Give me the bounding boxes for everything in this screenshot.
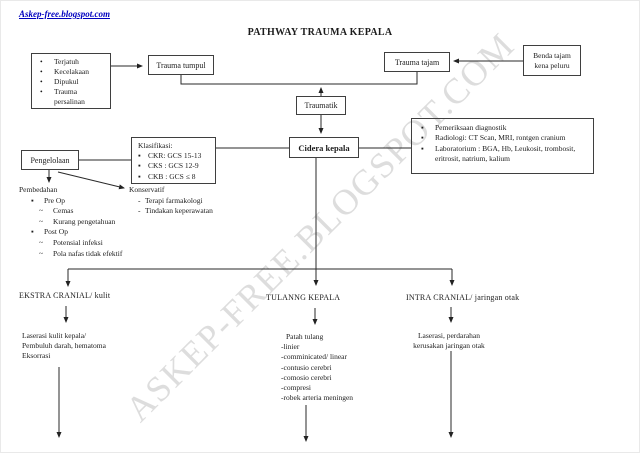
list-item: -Tindakan keperawatan (138, 206, 213, 217)
diagnostic-label: Pemeriksaan diagnostik (435, 123, 507, 132)
detail-title: Patah tulang (286, 332, 324, 341)
detail-line: -comminicated/ linear (281, 352, 348, 362)
detail-line: Pembuluh darah, hematoma (22, 341, 106, 350)
group-label: Pre Op (44, 195, 66, 205)
bullet-icon: ▪ (31, 227, 34, 237)
pengelolaan-box: Pengelolaan (21, 150, 79, 170)
bullet-icon: ▪ (138, 151, 141, 161)
list-item: ~ Cemas (39, 206, 122, 217)
box-title: Klasifikasi: (138, 141, 173, 150)
list-item: ▪ Post Op (31, 227, 122, 238)
tilde-icon: ~ (39, 206, 44, 216)
klasifikasi-box: Klasifikasi: ▪ CKR: GCS 15-13 ▪ CKS : GCS … (131, 137, 216, 184)
blog-link[interactable]: Askep-free.blogspot.com (19, 9, 110, 19)
list-item: ~ Kurang pengetahuan (39, 217, 122, 228)
cidera-kepala-box: Cidera kepala (289, 137, 359, 158)
ekstra-cranial-detail: Laserasi kulit kepala/ Pembuluh darah, h… (22, 331, 106, 361)
item-label: Kurang pengetahuan (53, 216, 116, 226)
box-label: Trauma tumpul (156, 60, 206, 70)
benda-tajam-box: Benda tajam kena peluru (523, 45, 581, 76)
trauma-tajam-box: Trauma tajam (384, 52, 450, 72)
cause-label: Dipukul (54, 77, 79, 86)
causes-box: • Terjatuh • Kecelakaan • Dipukul • Trauma p… (31, 53, 111, 109)
list-item: ▪ Laboratorium : BGA, Hb, Leukosit, tromb… (418, 144, 590, 165)
detail-line: Eksorrasi (22, 351, 51, 360)
bullet-icon: ▪ (138, 161, 141, 171)
list-item: • Trauma persalinan (40, 87, 108, 107)
section-title: Pembedahan (19, 185, 58, 194)
bullet-icon: ▪ (421, 133, 424, 143)
intra-cranial-detail: Laserasi, perdarahan kerusakan jaringan … (399, 331, 499, 351)
diagnostic-label: Radiologi: CT Scan, MRI, rontgen cranium (435, 133, 566, 143)
cause-label: Kecelakaan (54, 67, 89, 76)
list-item: ▪ CKS : GCS 12-9 (138, 161, 215, 171)
bullet-icon: • (40, 67, 43, 76)
item-label: Terapi farmakologi (145, 195, 203, 205)
detail-line: -comosio cerebri (281, 372, 332, 382)
box-label: Cidera kepala (298, 142, 350, 153)
list-item: ~ Pola nafas tidak efektif (39, 249, 122, 260)
gcs-label: CKS : GCS 12-9 (148, 161, 199, 171)
bullet-icon: ▪ (31, 195, 34, 205)
section-title: Konservatif (129, 185, 165, 194)
tilde-icon: ~ (39, 216, 44, 226)
item-label: Cemas (53, 206, 74, 216)
konservatif-section: Konservatif -Terapi farmakologi -Tindaka… (129, 185, 213, 217)
traumatik-box: Traumatik (296, 96, 346, 115)
diagnostic-label: Laboratorium : BGA, Hb, Leukosit, trombo… (435, 143, 576, 163)
bullet-icon: • (40, 77, 43, 86)
group-label: Post Op (44, 227, 68, 237)
detail-line: Laserasi, perdarahan (417, 331, 481, 340)
list-item: • Dipukul (40, 77, 108, 87)
detail-line: -compresi (281, 383, 311, 393)
page-title: PATHWAY TRAUMA KEPALA (247, 27, 393, 38)
detail-line: kerusakan jaringan otak (413, 341, 485, 350)
gcs-label: CKR: GCS 15-13 (148, 151, 202, 161)
item-label: Tindakan keperawatan (145, 206, 213, 216)
cause-label: Terjatuh (54, 57, 79, 66)
list-item: ~ Potensial infeksi (39, 238, 122, 249)
list-item: ▪ Radiologi: CT Scan, MRI, rontgen craniu… (418, 133, 590, 143)
list-item: ▪ Pemeriksaan diagnostik (418, 123, 590, 133)
box-label: Trauma tajam (394, 57, 440, 67)
detail-line: -contusio cerebri (281, 362, 332, 372)
item-label: Potensial infeksi (53, 237, 103, 247)
bullet-icon: • (40, 57, 43, 66)
pemeriksaan-box: ▪ Pemeriksaan diagnostik ▪ Radiologi: CT S… (411, 118, 594, 174)
tulang-kepala-label: TULANNG KEPALA (266, 293, 341, 302)
list-item: • Kecelakaan (40, 67, 108, 77)
list-item: ▪ CKB : GCS ≤ 8 (138, 172, 215, 182)
item-label: Pola nafas tidak efektif (53, 248, 123, 258)
detail-line: -robek arteria meningen (281, 393, 354, 403)
pembedahan-section: Pembedahan ▪ Pre Op ~ Cemas ~ Kurang penget… (19, 185, 122, 259)
list-item: -Terapi farmakologi (138, 196, 213, 207)
list-item: ▪ Pre Op (31, 196, 122, 207)
bullet-icon: ▪ (421, 143, 424, 153)
gcs-label: CKB : GCS ≤ 8 (148, 171, 196, 181)
detail-line: -linier (281, 342, 300, 352)
box-label: Benda tajam (533, 51, 571, 60)
bullet-icon: ▪ (138, 171, 141, 181)
list-item: ▪ CKR: GCS 15-13 (138, 151, 215, 161)
bullet-icon: • (40, 87, 43, 96)
cause-label: Trauma persalinan (54, 87, 85, 106)
box-label: kena peluru (534, 60, 570, 70)
list-item: • Terjatuh (40, 57, 108, 67)
dash-icon: - (138, 195, 141, 205)
box-label: Traumatik (304, 101, 338, 110)
bullet-icon: ▪ (421, 123, 424, 132)
dash-icon: - (138, 206, 141, 216)
tulang-kepala-detail: Patah tulang -linier -comminicated/ line… (281, 332, 353, 403)
box-label: Pengelolaan (30, 155, 70, 165)
tilde-icon: ~ (39, 237, 44, 247)
tilde-icon: ~ (39, 248, 44, 258)
ekstra-cranial-label: EKSTRA CRANIAL/ kulit (19, 291, 111, 300)
trauma-tumpul-box: Trauma tumpul (148, 55, 214, 75)
detail-line: Laserasi kulit kepala/ (22, 331, 87, 340)
intra-cranial-label: INTRA CRANIAL/ jaringan otak (406, 293, 520, 302)
